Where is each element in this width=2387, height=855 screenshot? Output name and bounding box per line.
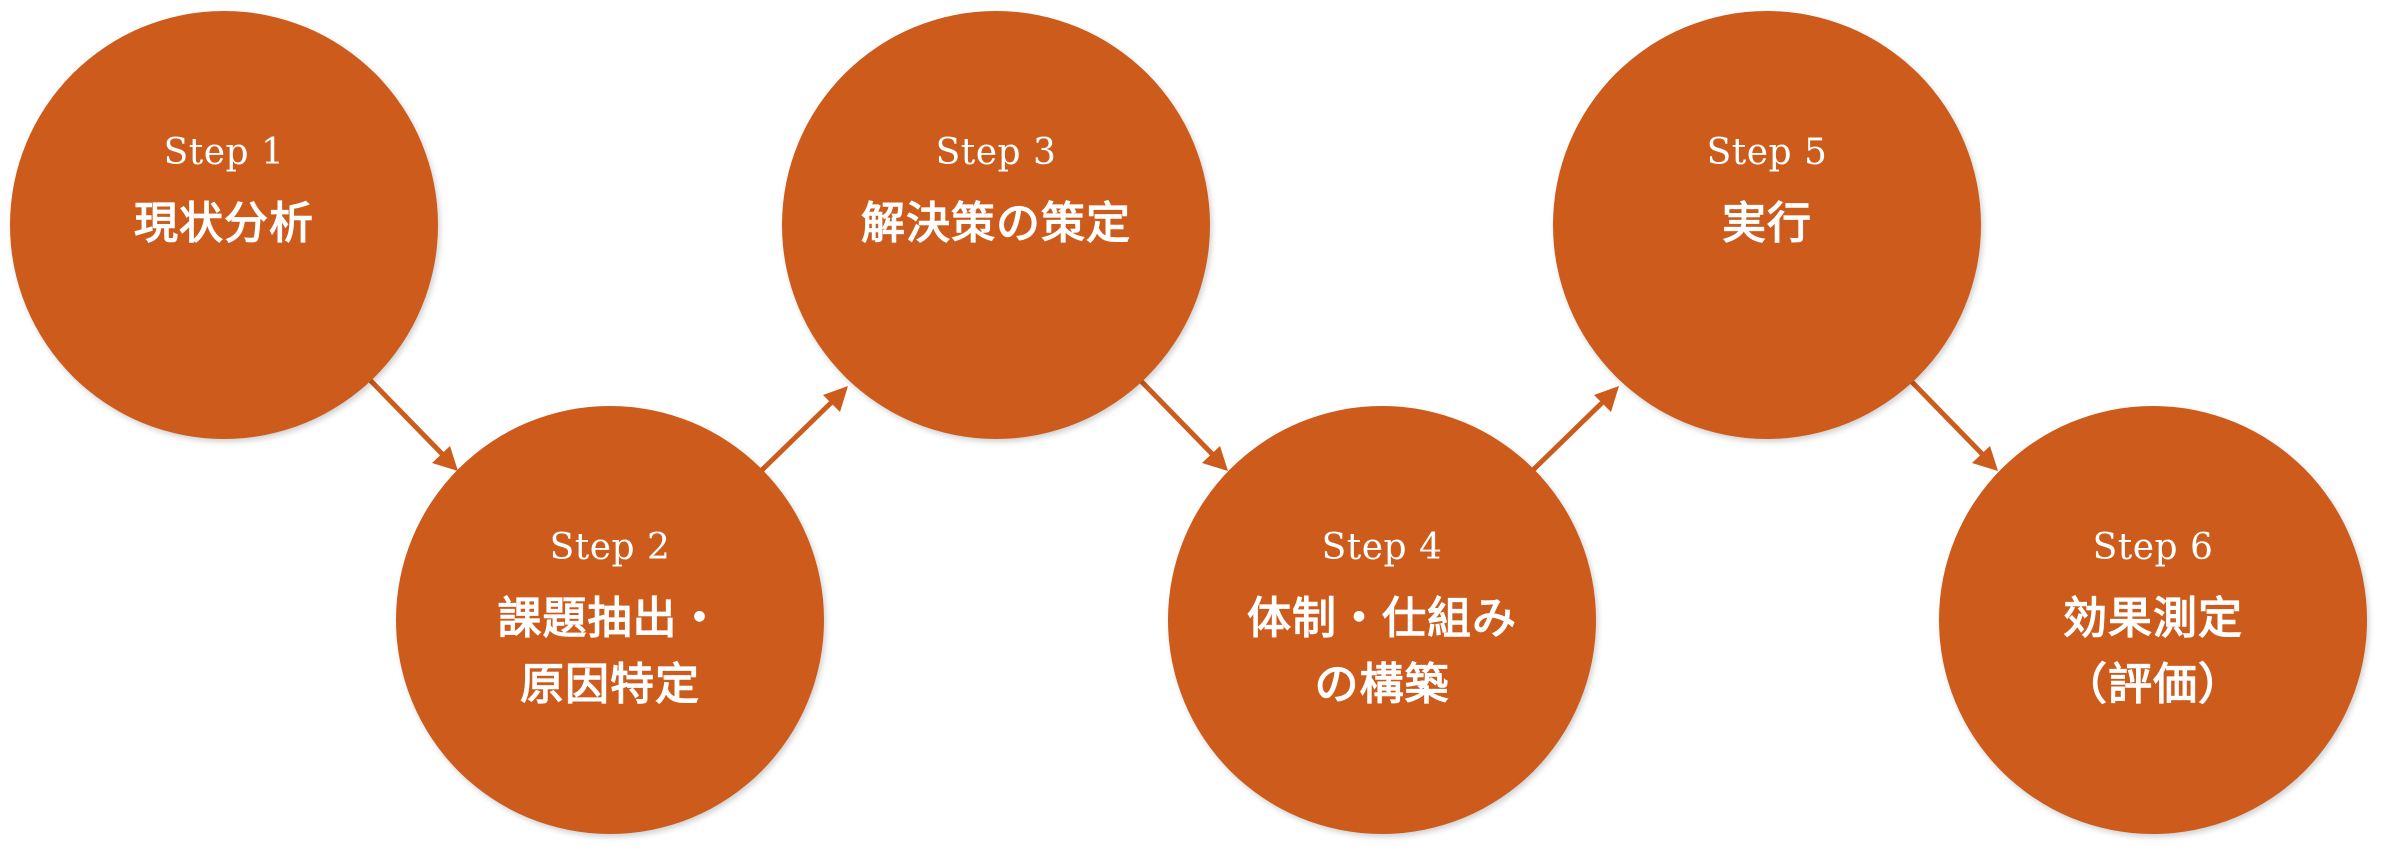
- step-6-title-line-2: （評価）: [2063, 659, 2243, 710]
- step-5-label: Step 5: [1706, 132, 1828, 173]
- step-3-title-line-1: 解決策の策定: [861, 198, 1131, 249]
- arrow-step2-to-step3: [760, 386, 848, 472]
- step-5-content: Step 5 実行: [1553, 131, 1981, 257]
- step-6-title: 効果測定 （評価）: [1939, 586, 2367, 718]
- step-2-circle: Step 2 課題抽出・ 原因特定: [396, 406, 824, 834]
- step-4-label: Step 4: [1321, 527, 1443, 568]
- step-3-label: Step 3: [935, 132, 1057, 173]
- step-2-title-line-2: 原因特定: [520, 659, 700, 710]
- step-1-title: 現状分析: [10, 191, 438, 257]
- step-4-circle: Step 4 体制・仕組み の構築: [1168, 406, 1596, 834]
- arrow-step4-to-step5: [1531, 386, 1619, 472]
- arrow-step5-to-step6: [1908, 378, 1998, 471]
- step-2-title: 課題抽出・ 原因特定: [396, 586, 824, 718]
- step-6-content: Step 6 効果測定 （評価）: [1939, 526, 2367, 718]
- step-6-title-line-1: 効果測定: [2063, 593, 2243, 644]
- step-5-title-line-1: 実行: [1722, 198, 1812, 249]
- step-1-title-line-1: 現状分析: [134, 198, 314, 249]
- step-1-circle: Step 1 現状分析: [10, 11, 438, 439]
- arrow-step1-to-step2: [368, 378, 458, 471]
- step-2-content: Step 2 課題抽出・ 原因特定: [396, 526, 824, 718]
- step-3-title: 解決策の策定: [782, 191, 1210, 257]
- step-3-circle: Step 3 解決策の策定: [782, 11, 1210, 439]
- step-6-circle: Step 6 効果測定 （評価）: [1939, 406, 2367, 834]
- step-4-title-line-1: 体制・仕組み: [1247, 593, 1517, 644]
- step-1-content: Step 1 現状分析: [10, 131, 438, 257]
- step-4-title-line-2: の構築: [1314, 659, 1450, 710]
- arrow-step3-to-step4: [1138, 378, 1228, 471]
- step-3-content: Step 3 解決策の策定: [782, 131, 1210, 257]
- step-2-label: Step 2: [549, 527, 671, 568]
- step-5-circle: Step 5 実行: [1553, 11, 1981, 439]
- step-4-content: Step 4 体制・仕組み の構築: [1168, 526, 1596, 718]
- step-6-label: Step 6: [2092, 527, 2214, 568]
- step-2-title-line-1: 課題抽出・: [497, 593, 723, 644]
- step-4-title: 体制・仕組み の構築: [1168, 586, 1596, 718]
- step-5-title: 実行: [1553, 191, 1981, 257]
- step-1-label: Step 1: [163, 132, 285, 173]
